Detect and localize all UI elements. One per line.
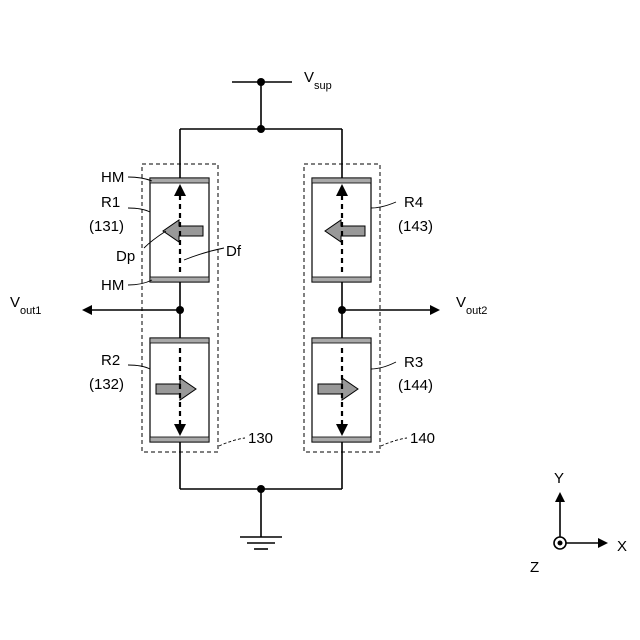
vout2-label: Vout2	[456, 294, 487, 317]
vout1-node	[176, 306, 184, 314]
hm-bottom-leader	[128, 280, 152, 285]
ground-wiring	[180, 442, 342, 549]
hard-magnet-layer-top	[312, 178, 371, 183]
output-wiring	[84, 280, 438, 338]
coordinate-axes: Y X Z	[530, 470, 627, 576]
hard-magnet-layer-bottom	[312, 277, 371, 282]
r4-label: R4	[404, 194, 423, 211]
r1-label: R1	[101, 194, 120, 211]
group-130-leader	[219, 438, 245, 446]
supply-wiring	[180, 78, 342, 178]
r3-ref-label: (144)	[398, 377, 433, 394]
top-bus-node	[257, 125, 265, 133]
r1-leader	[128, 208, 150, 212]
df-label: Df	[226, 243, 242, 260]
resistor-r1	[150, 178, 209, 282]
hm-top-leader	[128, 177, 152, 181]
hard-magnet-layer-top	[150, 178, 209, 183]
vout2-node	[338, 306, 346, 314]
ground-symbol	[240, 537, 282, 549]
hm-top-label: HM	[101, 169, 124, 186]
x-axis-label: X	[617, 538, 627, 555]
r1-ref-label: (131)	[89, 218, 124, 235]
resistor-r2	[150, 338, 209, 442]
r2-label: R2	[101, 352, 120, 369]
dp-label: Dp	[116, 248, 135, 265]
resistor-r4	[312, 178, 371, 282]
vsup-node	[257, 78, 265, 86]
r3-label: R3	[404, 354, 423, 371]
z-axis-label: Z	[530, 559, 539, 576]
r4-leader	[371, 202, 396, 208]
hard-magnet-layer-bottom	[150, 437, 209, 442]
resistor-r3	[312, 338, 371, 442]
group-130-label: 130	[248, 430, 273, 447]
group-140-leader	[381, 438, 407, 446]
hard-magnet-layer-bottom	[150, 277, 209, 282]
group-140-label: 140	[410, 430, 435, 447]
vsup-label: Vsup	[304, 69, 332, 92]
r3-leader	[371, 362, 396, 369]
hard-magnet-layer-top	[312, 338, 371, 343]
hard-magnet-layer-bottom	[312, 437, 371, 442]
hm-bottom-label: HM	[101, 277, 124, 294]
hard-magnet-layer-top	[150, 338, 209, 343]
y-axis-label: Y	[554, 470, 564, 487]
r2-ref-label: (132)	[89, 376, 124, 393]
r4-ref-label: (143)	[398, 218, 433, 235]
vout1-label: Vout1	[10, 294, 41, 317]
bottom-bus-node	[257, 485, 265, 493]
r2-leader	[128, 365, 150, 369]
